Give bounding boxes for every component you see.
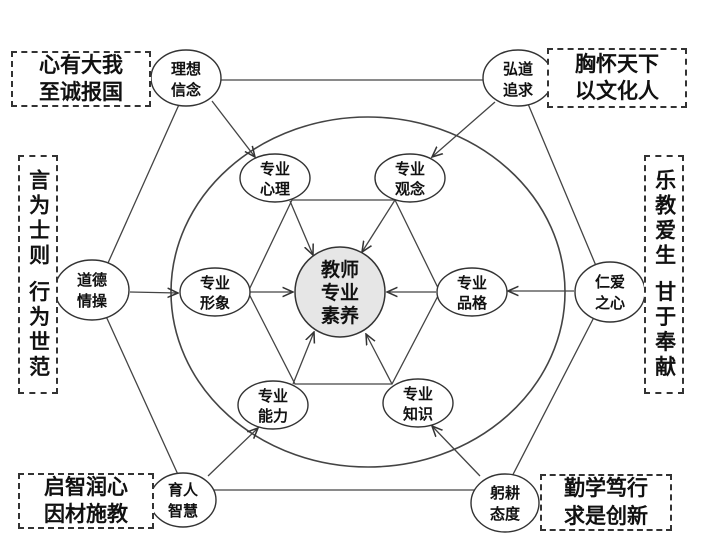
outer-arrows [129, 100, 574, 477]
node-label: 专业 [260, 160, 290, 178]
node-label: 专业 [200, 274, 230, 292]
outer-node-pursuit: 弘道 追求 [482, 49, 554, 107]
outer-node-attitude: 躬耕 态度 [470, 473, 540, 533]
node-label: 之心 [595, 294, 625, 312]
node-label: 智慧 [168, 502, 198, 520]
node-label: 知识 [403, 405, 433, 423]
node-label: 能力 [258, 407, 288, 425]
motto-line: 胸怀天下 [575, 51, 659, 76]
motto-line: 求是创新 [564, 503, 648, 528]
inner-node-ability: 专业 能力 [237, 380, 309, 430]
node-label: 心理 [260, 180, 290, 198]
node-label: 专业 [457, 274, 487, 292]
node-label: 弘道 [503, 60, 533, 78]
center-line2: 专业 [321, 281, 359, 304]
node-label: 信念 [171, 81, 201, 99]
motto-line: 以文化人 [575, 79, 659, 103]
motto-line: 乐教爱生 甘于奉献 [652, 168, 677, 381]
motto-bottom-left: 启智润心因材施教 [18, 473, 154, 529]
motto-bottom-right: 勤学笃行求是创新 [540, 474, 672, 531]
node-label: 追求 [503, 81, 534, 99]
inner-arrows [250, 199, 436, 385]
motto-line: 因材施教 [44, 502, 128, 526]
inner-node-image: 专业 形象 [179, 267, 251, 317]
outer-node-benevolence: 仁爱 之心 [574, 261, 646, 323]
motto-top-left: 心有大我至诚报国 [11, 51, 151, 107]
node-label: 观念 [395, 180, 425, 198]
node-label: 道德 [77, 271, 107, 289]
inner-node-psychology: 专业 心理 [239, 153, 311, 203]
node-label: 专业 [258, 387, 288, 405]
node-label: 理想 [171, 60, 201, 78]
motto-top-right: 胸怀天下以文化人 [547, 48, 687, 108]
motto-right: 乐教爱生 甘于奉献 [644, 155, 684, 394]
motto-line: 至诚报国 [39, 80, 123, 104]
inner-node-concept: 专业 观念 [374, 153, 446, 203]
outer-node-ideals: 理想 信念 [150, 49, 222, 107]
node-label: 专业 [403, 385, 433, 403]
motto-line: 言为士则 行为世范 [26, 168, 51, 381]
motto-left: 言为士则 行为世范 [18, 155, 58, 394]
center-line1: 教师 [321, 258, 359, 281]
center-line3: 素养 [321, 304, 359, 327]
inner-node-character: 专业 品格 [436, 267, 508, 317]
node-label: 仁爱 [595, 273, 625, 291]
motto-line: 勤学笃行 [564, 476, 648, 501]
node-label: 态度 [490, 505, 521, 523]
center-node: 教师 专业 素养 [294, 246, 386, 338]
node-label: 形象 [200, 294, 230, 312]
motto-line: 心有大我 [39, 52, 123, 77]
node-label: 专业 [395, 160, 425, 178]
inner-node-knowledge: 专业 知识 [382, 378, 454, 428]
node-label: 躬耕 [490, 484, 520, 502]
outer-node-wisdom: 育人 智慧 [149, 472, 217, 528]
node-label: 育人 [168, 481, 199, 499]
motto-line: 启智润心 [44, 474, 128, 499]
outer-node-morality: 道德 情操 [54, 259, 130, 321]
node-label: 品格 [457, 294, 488, 312]
node-label: 情操 [77, 292, 108, 310]
